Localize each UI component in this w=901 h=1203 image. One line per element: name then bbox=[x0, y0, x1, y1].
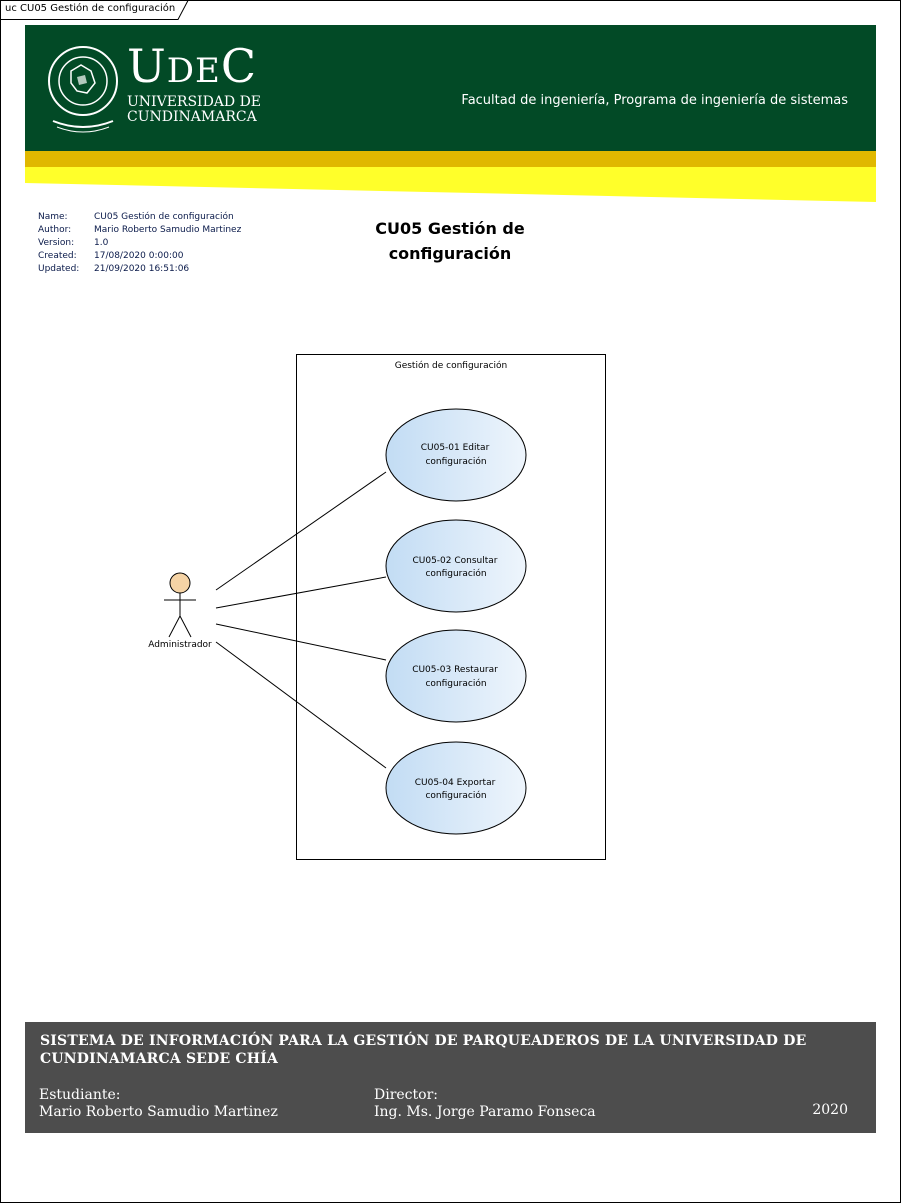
meta-key: Updated: bbox=[38, 264, 80, 274]
meta-value: 21/09/2020 16:51:06 bbox=[94, 264, 190, 274]
actor-right-leg bbox=[179, 615, 192, 638]
title-line2: configuración bbox=[388, 244, 512, 263]
meta-value: 17/08/2020 0:00:00 bbox=[94, 251, 184, 261]
use-case-cu05-03[interactable]: CU05-03 Restaurar configuración bbox=[385, 629, 527, 723]
director-label: Director: bbox=[374, 1087, 438, 1103]
university-line1: UNIVERSIDAD DE bbox=[127, 94, 262, 110]
use-case-label-line1: CU05-04 Exportar bbox=[415, 778, 496, 788]
logo-wordmark: UDEC bbox=[127, 39, 258, 93]
actor-administrador[interactable]: Administrador bbox=[148, 572, 212, 650]
footer-banner: SISTEMA DE INFORMACIÓN PARA LA GESTIÓN D… bbox=[25, 1022, 876, 1133]
use-case-ellipse bbox=[385, 408, 527, 502]
use-case-ellipse bbox=[385, 629, 527, 723]
use-case-cu05-01[interactable]: CU05-01 Editar configuración bbox=[385, 408, 527, 502]
use-case-label-line1: CU05-02 Consultar bbox=[412, 556, 497, 566]
association-line[interactable] bbox=[215, 641, 387, 769]
meta-value: 1.0 bbox=[94, 238, 109, 248]
use-case-cu05-04[interactable]: CU05-04 Exportar configuración bbox=[385, 741, 527, 835]
director-name: Ing. Ms. Jorge Paramo Fonseca bbox=[374, 1104, 596, 1120]
meta-name-row: Name: CU05 Gestión de configuración bbox=[38, 211, 241, 224]
tab-label: uc CU05 Gestión de configuración bbox=[5, 3, 176, 14]
university-seal-icon bbox=[48, 46, 118, 133]
association-line[interactable] bbox=[215, 623, 387, 661]
meta-created-row: Created: 17/08/2020 0:00:00 bbox=[38, 250, 241, 263]
association-line[interactable] bbox=[215, 471, 387, 591]
meta-key: Version: bbox=[38, 238, 75, 248]
meta-author-row: Author: Mario Roberto Samudio Martinez bbox=[38, 224, 241, 237]
meta-key: Created: bbox=[38, 251, 77, 261]
header-banner: UDEC UNIVERSIDAD DE CUNDINAMARCA Faculta… bbox=[25, 25, 876, 151]
use-case-ellipse bbox=[385, 519, 527, 613]
meta-key: Author: bbox=[38, 225, 72, 235]
title-line1: CU05 Gestión de bbox=[375, 219, 525, 238]
actor-left-leg bbox=[168, 615, 181, 638]
actor-label: Administrador bbox=[148, 640, 212, 650]
student-label: Estudiante: bbox=[39, 1087, 121, 1103]
project-title: SISTEMA DE INFORMACIÓN PARA LA GESTIÓN D… bbox=[40, 1033, 807, 1067]
faculty-label: Facultad de ingeniería, Programa de inge… bbox=[461, 93, 848, 108]
boundary-label: Gestión de configuración bbox=[395, 360, 508, 371]
use-case-label-line2: configuración bbox=[425, 456, 486, 467]
meta-updated-row: Updated: 21/09/2020 16:51:06 bbox=[38, 263, 241, 276]
association-line[interactable] bbox=[215, 576, 387, 609]
meta-value: Mario Roberto Samudio Martinez bbox=[94, 225, 242, 235]
meta-key: Name: bbox=[38, 212, 68, 222]
diagram-metadata: Name: CU05 Gestión de configuración Auth… bbox=[38, 211, 241, 276]
tab-shape bbox=[0, 0, 189, 20]
actor-head-icon bbox=[169, 572, 191, 594]
use-case-label-line1: CU05-01 Editar bbox=[421, 443, 490, 453]
use-case-label-line2: configuración bbox=[425, 678, 486, 689]
year-label: 2020 bbox=[812, 1102, 848, 1118]
diagram-title: CU05 Gestión de configuración bbox=[350, 216, 550, 266]
university-name: UNIVERSIDAD DE CUNDINAMARCA bbox=[127, 95, 261, 125]
use-case-label-line2: configuración bbox=[425, 568, 486, 579]
use-case-label-line2: configuración bbox=[425, 790, 486, 801]
meta-version-row: Version: 1.0 bbox=[38, 237, 241, 250]
use-case-label-line1: CU05-03 Restaurar bbox=[412, 665, 498, 675]
university-line2: CUNDINAMARCA bbox=[127, 109, 257, 125]
use-case-cu05-02[interactable]: CU05-02 Consultar configuración bbox=[385, 519, 527, 613]
meta-value: CU05 Gestión de configuración bbox=[94, 212, 234, 222]
header-stripe bbox=[25, 151, 876, 202]
use-case-ellipse bbox=[385, 741, 527, 835]
student-name: Mario Roberto Samudio Martinez bbox=[39, 1104, 278, 1120]
